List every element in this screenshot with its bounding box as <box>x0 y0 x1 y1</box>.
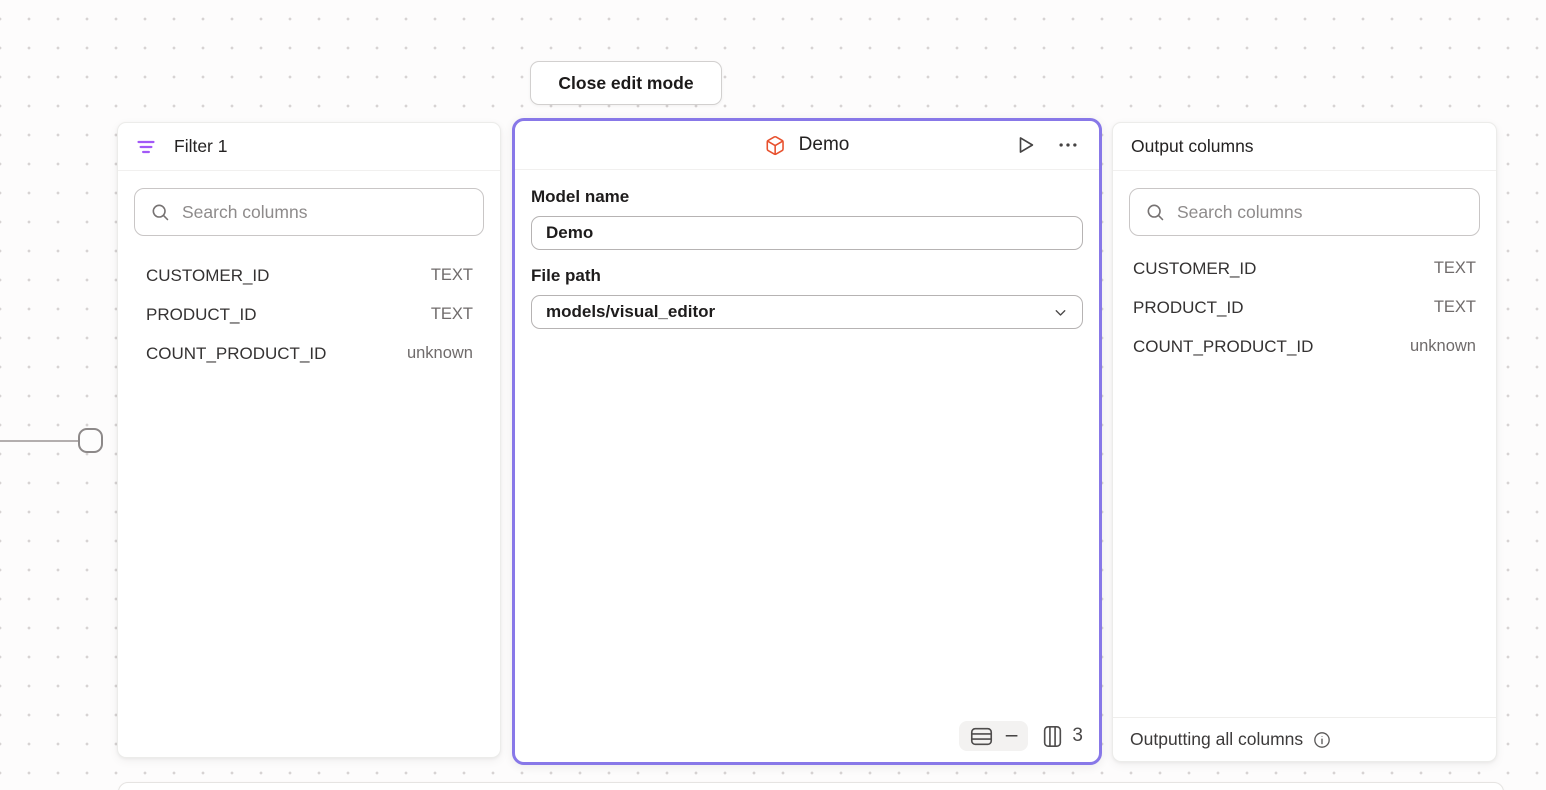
output-panel-header: Output columns <box>1113 123 1496 171</box>
filter-search-box <box>134 188 484 236</box>
output-columns-panel: Output columns CUSTOMER_ID TEXT PRODUCT_… <box>1112 122 1497 762</box>
model-title-group: Demo <box>765 121 850 169</box>
play-icon <box>1015 134 1037 156</box>
model-body: Model name File path models/visual_edito… <box>515 170 1099 329</box>
filter-node-panel: Filter 1 CUSTOMER_ID TEXT PRODUCT_ID TEX… <box>117 122 501 758</box>
column-name: PRODUCT_ID <box>1133 297 1244 317</box>
layout-columns-icon <box>1042 725 1063 748</box>
filter-panel-title: Filter 1 <box>174 136 228 156</box>
row-count-toggle[interactable]: – <box>958 721 1029 751</box>
search-icon <box>1145 202 1165 222</box>
model-node-panel-selected: Demo Model name File path <box>512 118 1102 765</box>
connector-line <box>0 440 79 442</box>
info-icon[interactable] <box>1312 730 1332 750</box>
column-count-value: 3 <box>1072 725 1083 746</box>
search-icon <box>150 202 170 222</box>
model-panel-header: Demo <box>515 121 1099 170</box>
column-type: unknown <box>406 344 473 362</box>
filter-column-list: CUSTOMER_ID TEXT PRODUCT_ID TEXT COUNT_P… <box>118 256 500 373</box>
layout-rows-icon <box>970 726 993 747</box>
close-edit-mode-button[interactable]: Close edit mode <box>530 61 722 105</box>
model-name-label: Model name <box>531 187 630 206</box>
output-column-list: CUSTOMER_ID TEXT PRODUCT_ID TEXT COUNT_P… <box>1113 249 1496 366</box>
column-row[interactable]: COUNT_PRODUCT_ID unknown <box>1113 327 1496 366</box>
column-type: TEXT <box>1433 259 1476 277</box>
output-panel-footer: Outputting all columns <box>1113 717 1496 761</box>
column-name: COUNT_PRODUCT_ID <box>146 343 327 363</box>
column-name: CUSTOMER_ID <box>146 265 270 285</box>
output-search-box <box>1129 188 1480 236</box>
column-count-toggle[interactable]: 3 <box>1042 725 1083 748</box>
model-header-actions <box>1015 121 1079 169</box>
output-footer-text: Outputting all columns <box>1130 729 1304 749</box>
model-more-menu-button[interactable] <box>1057 134 1079 156</box>
model-panel-title: Demo <box>798 134 850 155</box>
column-type: TEXT <box>430 266 473 284</box>
column-row[interactable]: PRODUCT_ID TEXT <box>1113 288 1496 327</box>
filter-lines-icon <box>136 137 156 157</box>
output-panel-title: Output columns <box>1131 136 1254 156</box>
column-row[interactable]: CUSTOMER_ID TEXT <box>1113 249 1496 288</box>
column-type: TEXT <box>430 305 473 323</box>
column-row[interactable]: CUSTOMER_ID TEXT <box>118 256 500 295</box>
filter-search-input[interactable] <box>182 201 468 223</box>
run-model-button[interactable] <box>1015 134 1037 156</box>
column-row[interactable]: PRODUCT_ID TEXT <box>118 295 500 334</box>
column-name: PRODUCT_ID <box>146 304 257 324</box>
chevron-down-icon <box>1052 304 1069 321</box>
model-name-input[interactable] <box>531 216 1083 250</box>
column-name: COUNT_PRODUCT_ID <box>1133 336 1314 356</box>
column-type: unknown <box>1409 337 1476 355</box>
file-path-label: File path <box>531 266 601 285</box>
column-row[interactable]: COUNT_PRODUCT_ID unknown <box>118 334 500 373</box>
column-name: CUSTOMER_ID <box>1133 258 1257 278</box>
output-search-input[interactable] <box>1177 201 1464 223</box>
cube-icon <box>765 135 786 156</box>
row-count-value: – <box>1005 723 1018 746</box>
file-path-value: models/visual_editor <box>546 302 716 321</box>
ellipsis-icon <box>1057 134 1079 156</box>
column-type: TEXT <box>1433 298 1476 316</box>
file-path-select[interactable]: models/visual_editor <box>531 295 1083 329</box>
model-footer: – 3 <box>958 721 1083 751</box>
bottom-partial-panel <box>118 782 1504 790</box>
connector-handle[interactable] <box>78 428 103 453</box>
filter-panel-header: Filter 1 <box>118 123 500 171</box>
